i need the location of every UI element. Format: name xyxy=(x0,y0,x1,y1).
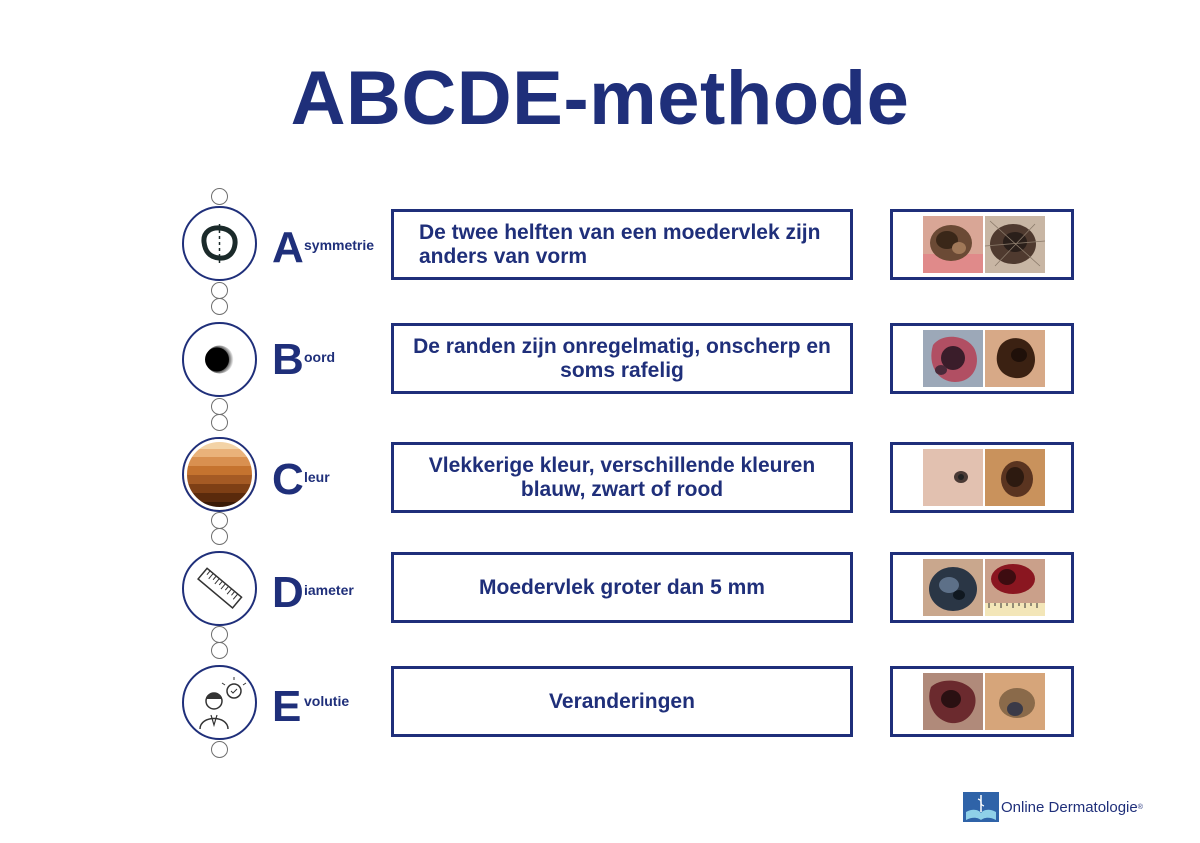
mole-photo xyxy=(923,673,983,730)
example-images xyxy=(890,323,1074,394)
criterion-word: oord xyxy=(304,349,336,365)
mole-photo xyxy=(923,559,983,616)
criterion-letter: D xyxy=(272,568,304,617)
chain-dot xyxy=(211,642,228,659)
criterion-letter: C xyxy=(272,455,304,504)
chain-dot xyxy=(211,626,228,643)
description-text: Moedervlek groter dan 5 mm xyxy=(479,575,765,599)
mole-photo xyxy=(923,216,983,273)
example-images xyxy=(890,209,1074,280)
description-box: Moedervlek groter dan 5 mm xyxy=(391,552,853,623)
chain-dot xyxy=(211,282,228,299)
asymmetry-icon xyxy=(182,206,257,281)
criterion-word: symmetrie xyxy=(304,237,375,253)
border-icon xyxy=(182,322,257,397)
mole-photo xyxy=(985,216,1045,273)
mole-photo xyxy=(923,449,983,506)
chain-dot xyxy=(211,188,228,205)
criterion-word: iameter xyxy=(304,582,354,598)
color-palette-icon xyxy=(182,437,257,512)
chain-dot xyxy=(211,298,228,315)
description-text: Vlekkerige kleur, verschillende kleuren … xyxy=(428,453,816,501)
description-box: Veranderingen xyxy=(391,666,853,737)
registered-mark: ® xyxy=(1137,803,1143,811)
description-box: De randen zijn onregelmatig, onscherp en… xyxy=(391,323,853,394)
mole-photo xyxy=(923,330,983,387)
example-images xyxy=(890,442,1074,513)
description-text: De twee helften van een moedervlek zijn … xyxy=(419,220,821,268)
chain-dot xyxy=(211,528,228,545)
criterion-letter: E xyxy=(272,682,302,731)
ruler-icon xyxy=(182,551,257,626)
example-images xyxy=(890,666,1074,737)
chain-dot xyxy=(211,741,228,758)
example-images xyxy=(890,552,1074,623)
description-text: Veranderingen xyxy=(549,689,695,713)
criterion-word: volutie xyxy=(304,693,350,709)
mole-photo xyxy=(985,330,1045,387)
mole-photo xyxy=(985,559,1045,616)
criterion-letter: A xyxy=(272,223,304,272)
chain-dot xyxy=(211,414,228,431)
description-box: De twee helften van een moedervlek zijn … xyxy=(391,209,853,280)
chain-dot xyxy=(211,398,228,415)
criterion-letter: B xyxy=(272,335,304,384)
mole-photo xyxy=(985,449,1045,506)
brand-logo-group: Online Dermatologie® xyxy=(963,792,1143,822)
brand-name: Online Dermatologie xyxy=(1001,798,1138,816)
online-dermatologie-logo-icon xyxy=(963,792,999,822)
description-box: Vlekkerige kleur, verschillende kleuren … xyxy=(391,442,853,513)
criterion-word: leur xyxy=(304,469,330,485)
mole-photo xyxy=(985,673,1045,730)
page-title: ABCDE-methode xyxy=(290,56,910,141)
chain-dot xyxy=(211,512,228,529)
person-idea-icon xyxy=(182,665,257,740)
description-text: De randen zijn onregelmatig, onscherp en… xyxy=(413,334,831,382)
